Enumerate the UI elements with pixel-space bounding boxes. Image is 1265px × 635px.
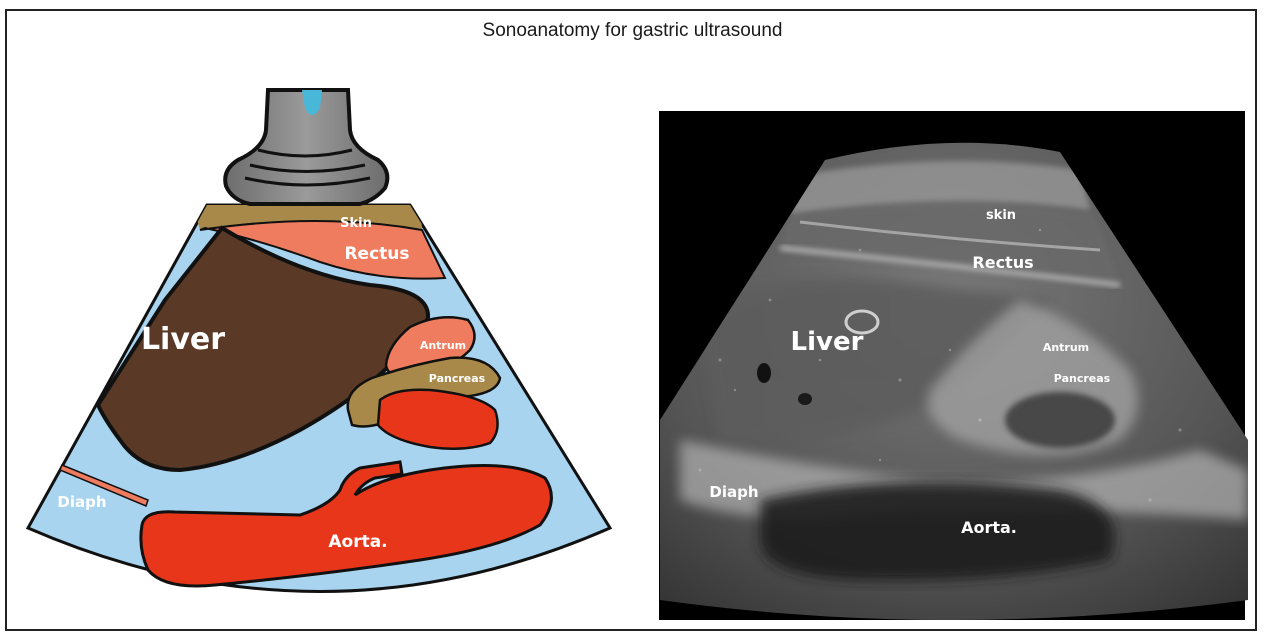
- ultrasound-label-diaph: Diaph: [709, 483, 758, 501]
- ultrasound-label-rectus: Rectus: [972, 253, 1033, 272]
- diagram-label-liver: Liver: [141, 322, 225, 357]
- ultrasound-image: skin Rectus Liver Antrum Pancreas Diaph …: [640, 111, 1260, 635]
- ultrasound-label-liver: Liver: [791, 327, 864, 357]
- diagram-label-skin: Skin: [340, 216, 372, 231]
- diagram-label-aorta: Aorta.: [328, 532, 387, 552]
- diagram-label-antrum: Antrum: [420, 339, 466, 352]
- diagram-label-pancreas: Pancreas: [429, 372, 486, 385]
- probe-icon: [225, 90, 387, 204]
- ultrasound-label-pancreas: Pancreas: [1054, 372, 1111, 385]
- ultrasound-label-skin: skin: [986, 208, 1016, 223]
- ultrasound-label-antrum: Antrum: [1043, 341, 1089, 354]
- schematic-diagram: Skin Rectus Liver Antrum Pancreas Diaph …: [28, 90, 610, 592]
- diagram-label-rectus: Rectus: [344, 244, 409, 264]
- diagram-label-diaph: Diaph: [57, 493, 106, 511]
- ultrasound-label-aorta: Aorta.: [961, 518, 1017, 537]
